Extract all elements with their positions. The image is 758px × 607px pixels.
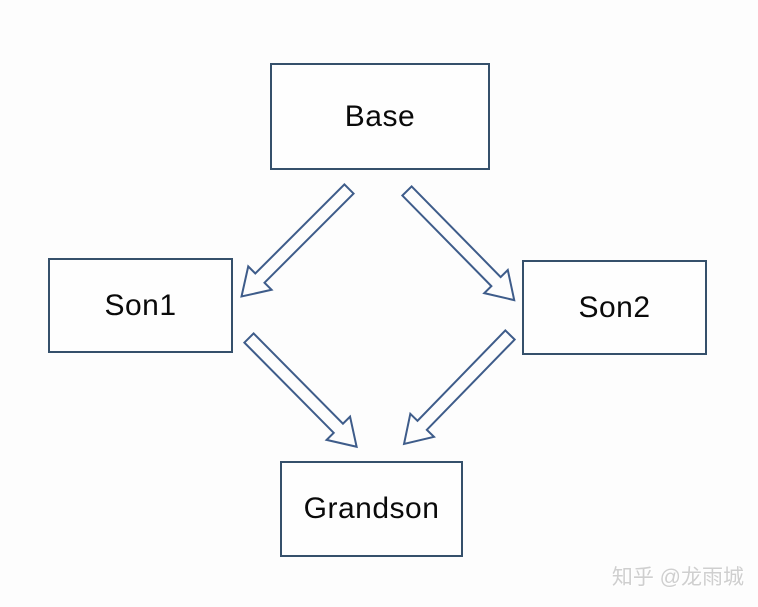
zhihu-watermark: 知乎 @龙雨城 (611, 566, 744, 589)
node-base-label: Base (344, 99, 416, 133)
node-son1-label: Son1 (104, 288, 177, 322)
node-son2: Son2 (522, 260, 707, 355)
arrow-base-to-son1 (240, 182, 356, 298)
node-son2-label: Son2 (578, 290, 651, 324)
arrow-son1-to-grandson (242, 332, 358, 449)
arrow-son2-to-grandson (402, 329, 517, 446)
node-base: Base (270, 63, 490, 170)
node-grandson: Grandson (280, 461, 463, 557)
node-grandson-label: Grandson (303, 492, 440, 525)
node-son1: Son1 (48, 258, 233, 353)
arrow-base-to-son2 (400, 185, 516, 302)
